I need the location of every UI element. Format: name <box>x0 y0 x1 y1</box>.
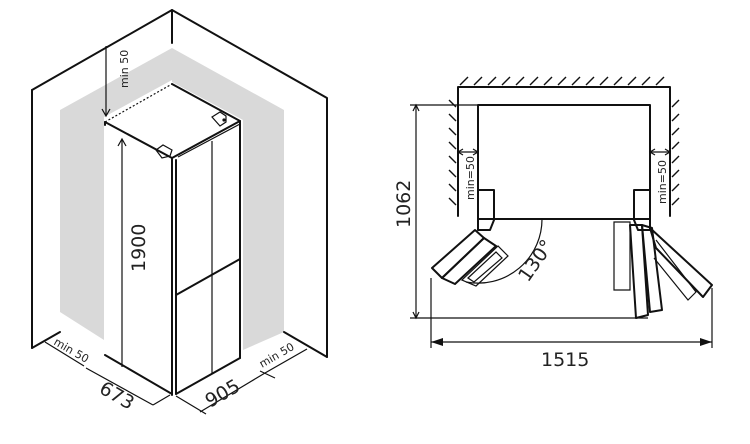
door-angle-label: 130° <box>514 236 558 286</box>
clearance-zone-right <box>172 48 284 350</box>
door-angle-arc <box>465 217 543 284</box>
total-width-label: 1515 <box>541 349 589 371</box>
top-view: min=50 min=50 130° 1062 <box>393 76 713 371</box>
depth-open-label: 1062 <box>393 180 415 228</box>
left-side-clearance-label: min=50 <box>464 156 477 200</box>
right-side-clearance-label: min=50 <box>656 160 669 204</box>
wall-hatching <box>448 76 680 206</box>
alcove-wall <box>457 86 671 217</box>
fridge-top <box>104 83 241 159</box>
depth-label: 673 <box>96 377 138 414</box>
fridge-body-top <box>477 104 651 220</box>
fridge-top-back-edge <box>104 83 173 123</box>
left-clearance-label: min 50 <box>52 335 92 365</box>
clearance-zone-left <box>60 48 172 340</box>
right-door-open <box>613 221 713 319</box>
wall-outline <box>31 9 328 358</box>
left-door-open <box>431 229 509 287</box>
isometric-view: min 50 1900 min 50 673 905 min 50 <box>31 9 328 415</box>
height-label: 1900 <box>128 224 150 272</box>
top-clearance-label: min 50 <box>118 50 131 88</box>
